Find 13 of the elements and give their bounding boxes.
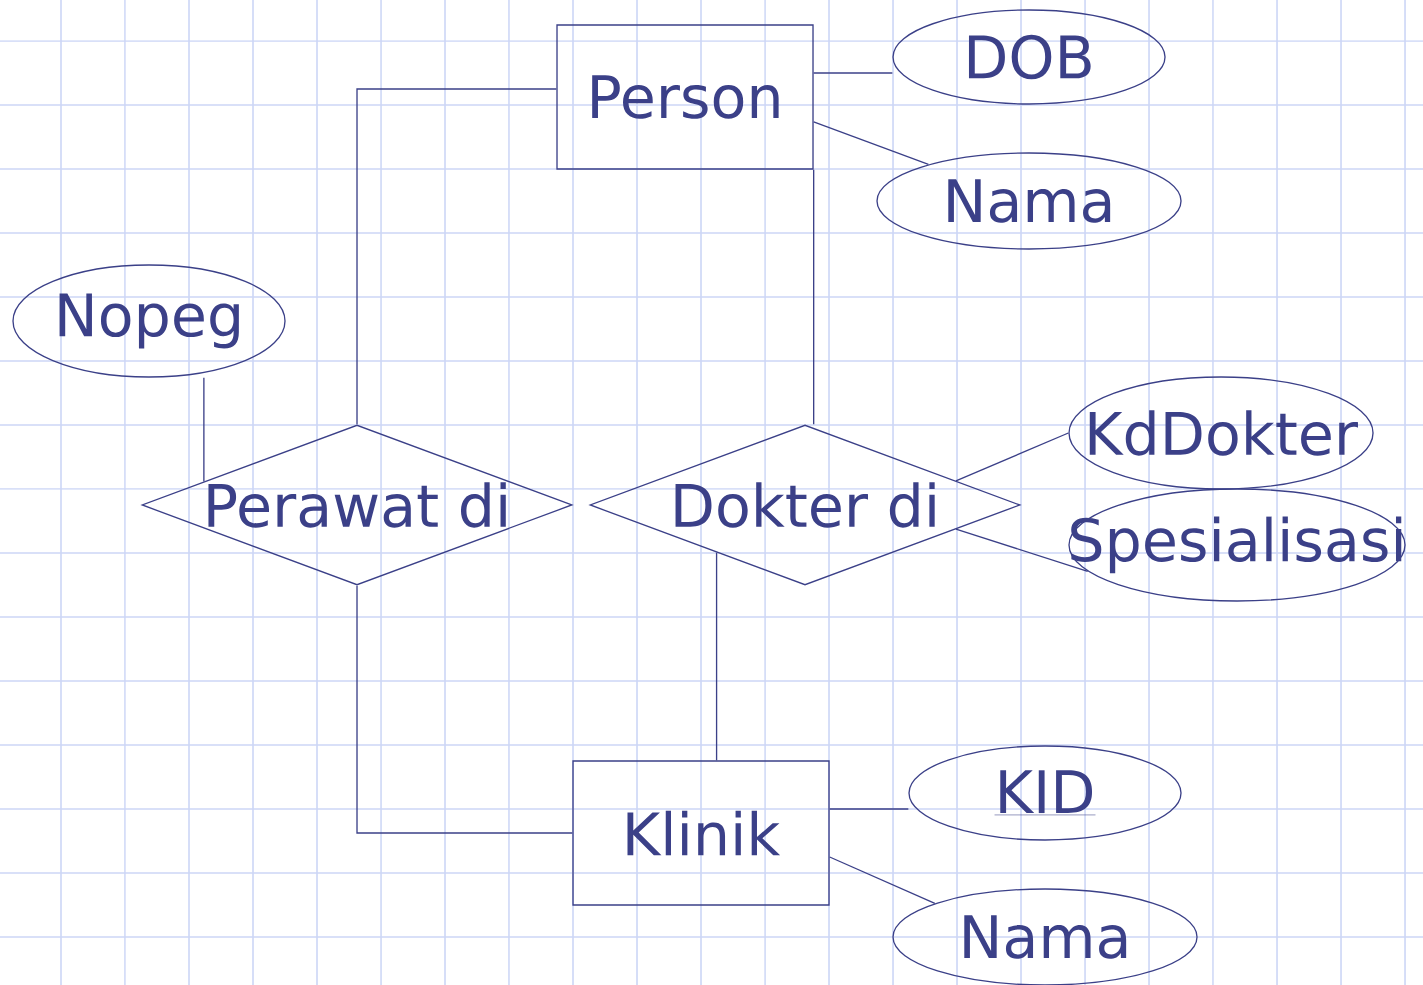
connector-line <box>829 808 909 810</box>
connector-line <box>955 528 1089 572</box>
connector-line <box>813 72 893 74</box>
connector-line <box>356 585 573 834</box>
connector-line <box>715 551 718 761</box>
connector-line <box>813 169 815 425</box>
connector-line <box>955 432 1069 482</box>
entity-box: Klinik <box>572 760 830 906</box>
entity-box: Person <box>556 24 814 170</box>
connector-line <box>203 377 205 483</box>
connector-line <box>813 121 930 166</box>
connector-line <box>829 856 936 904</box>
connector-line <box>356 88 557 425</box>
